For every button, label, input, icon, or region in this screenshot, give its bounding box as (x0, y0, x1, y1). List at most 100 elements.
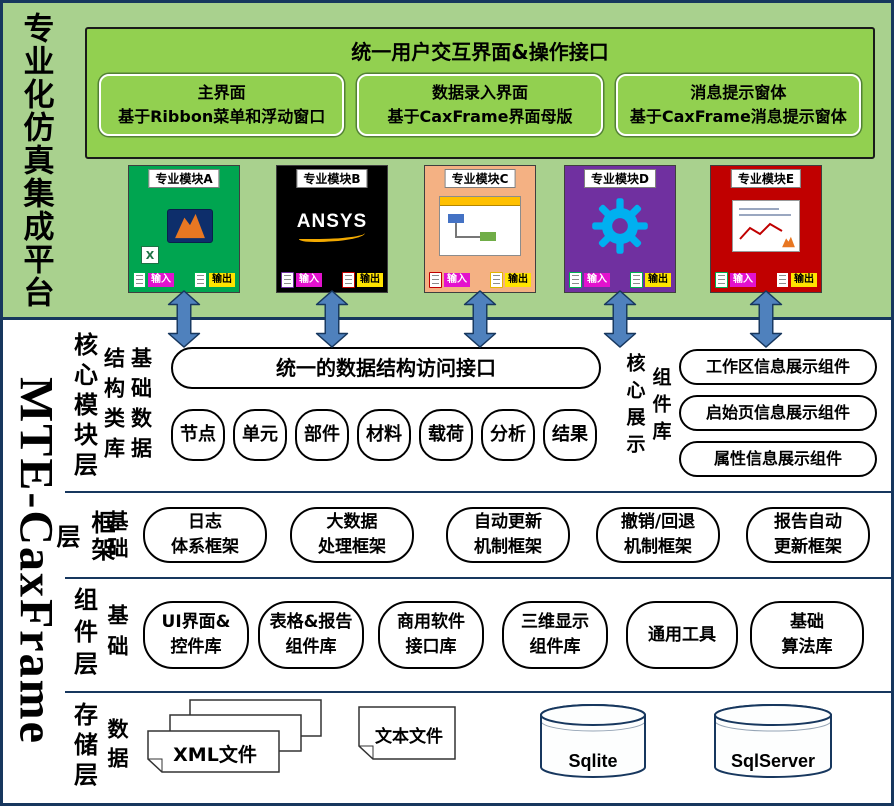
ansys-logo: ANSYS (297, 211, 367, 242)
module-e-art (711, 188, 821, 264)
component-box-general-tools: 通用工具 (626, 601, 738, 669)
component-box-table-report: 表格&报告组件库 (258, 601, 364, 669)
module-a-art: X (129, 188, 239, 264)
gear-icon (592, 198, 648, 254)
output-chip: 输出 (505, 273, 531, 287)
framework-box-report: 报告自动更新框架 (746, 507, 870, 563)
data-item-analysis: 分析 (481, 409, 535, 461)
data-item-node: 节点 (171, 409, 225, 461)
double-arrow-icon (167, 290, 201, 348)
core-left-group-label: 结构类库 基础数据 (100, 331, 154, 483)
core-right-col-2: 组件库 (649, 366, 672, 448)
matlab-icon (782, 236, 795, 248)
ui-panel-boxes: 主界面 基于Ribbon菜单和浮动窗口 数据录入界面 基于CaxFrame界面母… (87, 65, 873, 136)
module-e-io: 输入 输出 (715, 272, 817, 288)
matlab-icon (167, 209, 213, 243)
ui-box-line: 主界面 (197, 83, 246, 102)
output-chip: 输出 (645, 273, 671, 287)
output-document-icon (630, 272, 643, 288)
xml-files-icon: XML文件 (145, 699, 323, 779)
layer-label-storage: 存储层 (69, 702, 98, 792)
display-box-startpage: 启始页信息展示组件 (679, 395, 877, 431)
ui-box-line: 基于CaxFrame界面母版 (387, 107, 573, 126)
framework-group-label: 基础 (105, 510, 129, 564)
excel-letter: X (145, 248, 155, 262)
excel-icon: X (141, 246, 159, 264)
layer-divider (65, 491, 891, 493)
storage-group-label: 数据 (105, 718, 129, 776)
module-a-io: 输入 输出 (133, 272, 235, 288)
output-document-icon (194, 272, 207, 288)
text-file-icon: 文本文件 (357, 705, 457, 761)
module-c: 专业模块C 输入 输出 (424, 165, 536, 293)
module-b-art: ANSYS (277, 188, 387, 264)
framework-title: MTE-CaxFrame (9, 377, 63, 745)
layer-divider (65, 691, 891, 693)
layer-label-component: 组件层 (69, 587, 98, 683)
component-group-label: 基础 (105, 604, 129, 666)
ansys-text: ANSYS (296, 210, 368, 232)
ui-box-line: 基于Ribbon菜单和浮动窗口 (118, 107, 326, 126)
data-item-material: 材料 (357, 409, 411, 461)
sqlite-label: Sqlite (568, 751, 618, 771)
module-a-label: 专业模块A (148, 169, 220, 188)
workbench-titlebar (440, 197, 520, 206)
module-d-label: 专业模块D (584, 169, 656, 188)
component-box-ui: UI界面&控件库 (143, 601, 249, 669)
display-box-workspace: 工作区信息展示组件 (679, 349, 877, 385)
input-document-icon (569, 272, 582, 288)
component-box-3d-display: 三维显示组件库 (502, 601, 608, 669)
output-document-icon (490, 272, 503, 288)
double-arrow-icon (315, 290, 349, 348)
data-item-element: 单元 (233, 409, 287, 461)
module-d-io: 输入 输出 (569, 272, 671, 288)
output-document-icon (776, 272, 789, 288)
output-chip: 输出 (791, 273, 817, 287)
output-chip: 输出 (357, 273, 383, 287)
input-chip: 输入 (444, 273, 470, 287)
xml-files-label: XML文件 (173, 744, 257, 766)
core-right-group-label: 核心展示 组件库 (622, 331, 674, 483)
sqlserver-label: SqlServer (730, 751, 816, 771)
mini-chart-icon (739, 222, 783, 240)
module-b-label: 专业模块B (296, 169, 368, 188)
input-chip: 输入 (584, 273, 610, 287)
ui-box-message-window: 消息提示窗体 基于CaxFrame消息提示窗体 (615, 74, 861, 136)
ui-box-main-interface: 主界面 基于Ribbon菜单和浮动窗口 (99, 74, 345, 136)
ui-box-line: 消息提示窗体 (690, 83, 787, 102)
sqlserver-database-icon: SqlServer (713, 703, 833, 781)
data-item-load: 载荷 (419, 409, 473, 461)
core-left-col-1: 结构类库 (101, 347, 126, 467)
report-screenshot-icon (732, 200, 800, 252)
input-chip: 输入 (730, 273, 756, 287)
framework-box-log: 日志体系框架 (143, 507, 267, 563)
input-document-icon (133, 272, 146, 288)
framework-box-bigdata: 大数据处理框架 (290, 507, 414, 563)
component-box-algorithms: 基础算法库 (750, 601, 864, 669)
module-e-label: 专业模块E (730, 169, 802, 188)
ui-box-line: 数据录入界面 (431, 83, 528, 102)
ui-box-line: 基于CaxFrame消息提示窗体 (629, 107, 847, 126)
output-document-icon (342, 272, 355, 288)
sqlite-database-icon: Sqlite (539, 703, 647, 781)
module-a: 专业模块A X 输入 输出 (128, 165, 240, 293)
ansys-swoosh-icon (299, 230, 365, 242)
double-arrow-icon (749, 290, 783, 348)
ui-box-data-entry: 数据录入界面 基于CaxFrame界面母版 (357, 74, 603, 136)
ui-panel: 统一用户交互界面&操作接口 主界面 基于Ribbon菜单和浮动窗口 数据录入界面… (85, 27, 875, 159)
framework-box-undo: 撤销/回退机制框架 (596, 507, 720, 563)
platform-title: 专业化仿真集成平台 (17, 11, 54, 309)
core-right-col-1: 核心展示 (623, 353, 646, 461)
double-arrow-icon (603, 290, 637, 348)
input-chip: 输入 (296, 273, 322, 287)
data-item-result: 结果 (543, 409, 597, 461)
module-b: 专业模块B ANSYS 输入 输出 (276, 165, 388, 293)
module-e: 专业模块E 输入 输出 (710, 165, 822, 293)
section-divider (3, 317, 891, 320)
core-left-col-2: 基础数据 (128, 347, 153, 467)
module-d: 专业模块D 输入 输出 (564, 165, 676, 293)
layer-label-framework: 框架层 (52, 510, 115, 564)
component-box-commercial-api: 商用软件接口库 (378, 601, 484, 669)
input-document-icon (281, 272, 294, 288)
data-interface-box: 统一的数据结构访问接口 (171, 347, 601, 389)
